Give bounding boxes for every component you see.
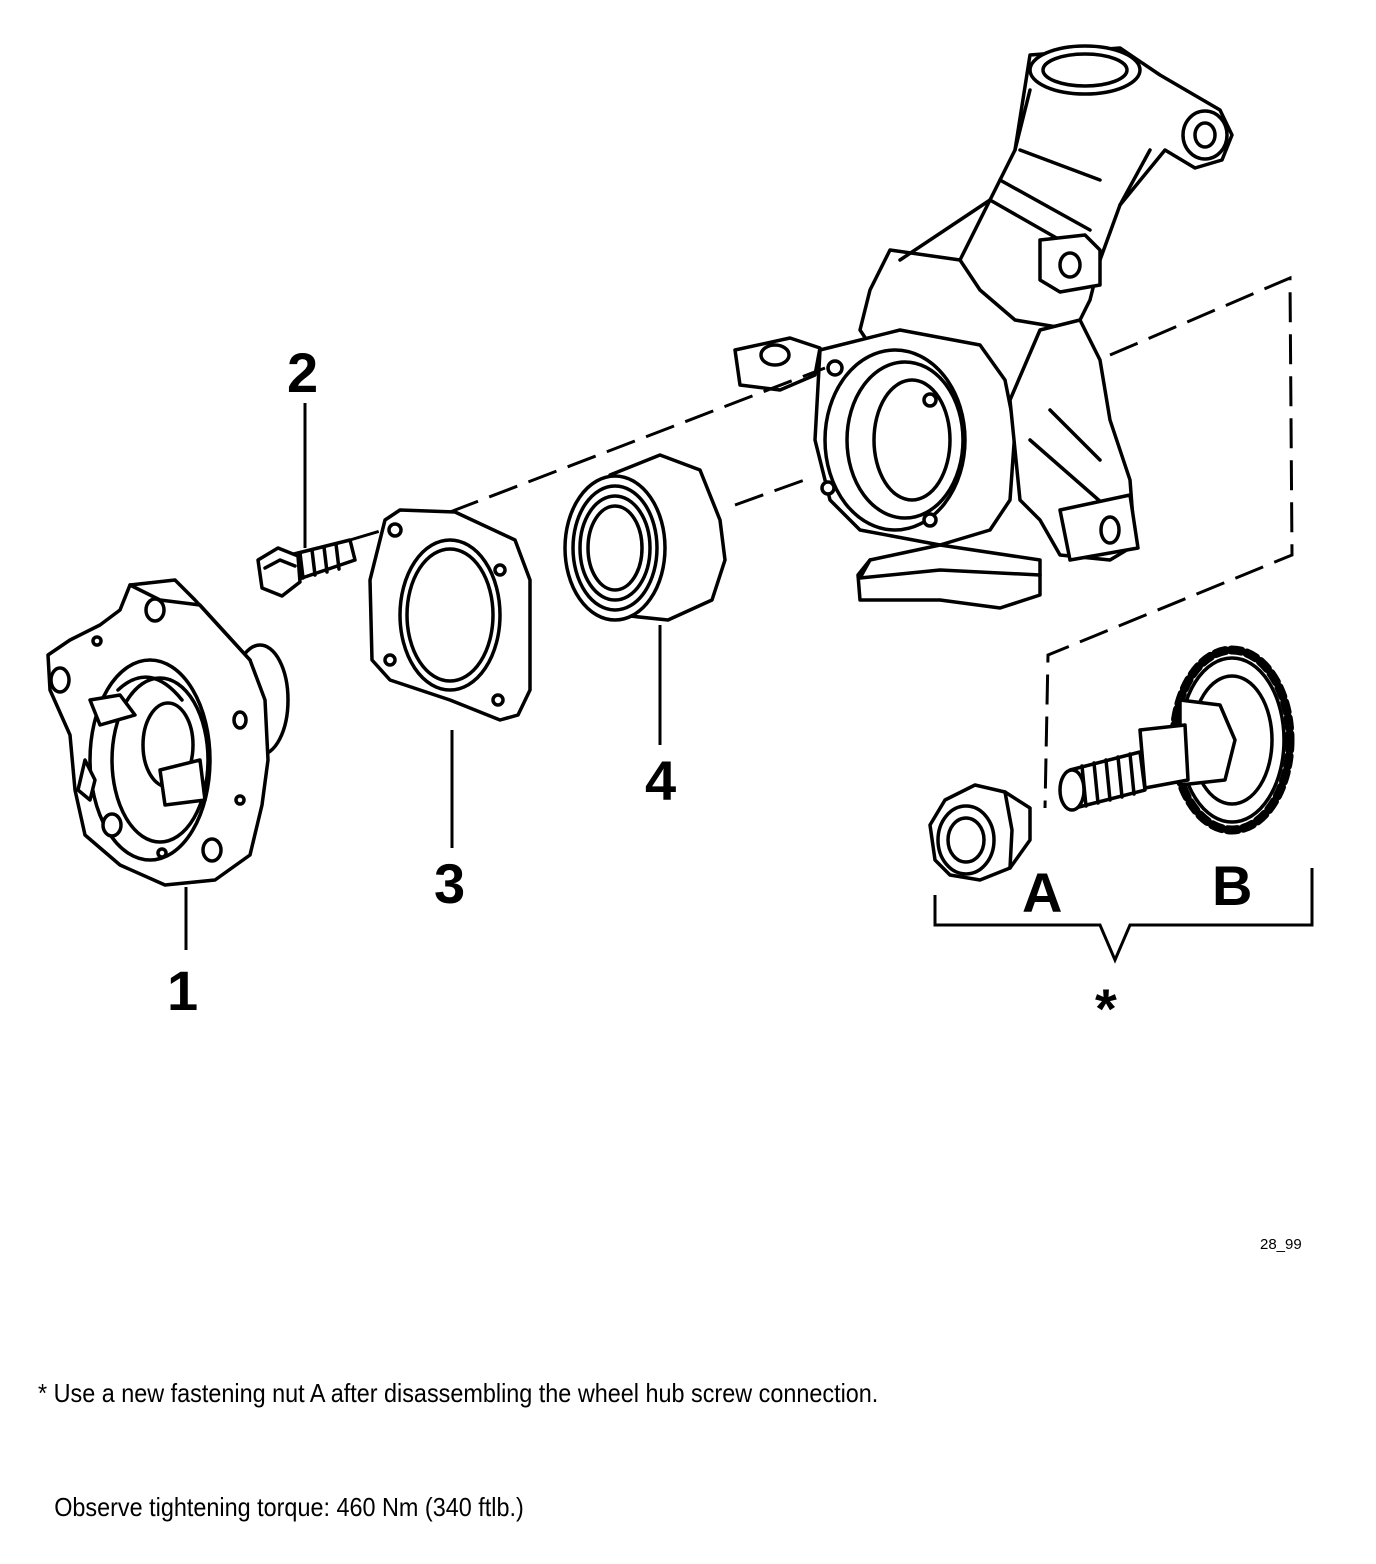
- callout-b: B: [1212, 854, 1252, 917]
- fastening-nut: [928, 783, 1032, 882]
- callout-a: A: [1022, 861, 1062, 924]
- callout-2: 2: [287, 341, 318, 404]
- wheel-bearing-housing: [733, 44, 1234, 610]
- assembly-lines: [349, 275, 1294, 809]
- figure-reference: 28_99: [1260, 1236, 1302, 1253]
- footnote-line-1: * Use a new fastening nut A after disass…: [38, 1378, 879, 1408]
- wheel-bearing: [563, 453, 727, 622]
- cover-plate: [368, 508, 532, 722]
- leader-lines: [184, 403, 1314, 964]
- callouts: 1 2 3 4 A B *: [167, 341, 1252, 1040]
- footnote: * Use a new fastening nut A after disass…: [38, 1298, 878, 1564]
- callout-asterisk: *: [1095, 977, 1117, 1040]
- callout-3: 3: [434, 852, 465, 915]
- callout-1: 1: [167, 959, 198, 1022]
- wheel-hub: [46, 578, 290, 887]
- bolt: [256, 538, 357, 598]
- callout-4: 4: [645, 749, 676, 812]
- drive-shaft-stub: [1058, 645, 1295, 835]
- footnote-line-2: Observe tightening torque: 460 Nm (340 f…: [54, 1492, 524, 1522]
- exploded-view-drawing: 1 2 3 4 A B *: [46, 44, 1314, 1040]
